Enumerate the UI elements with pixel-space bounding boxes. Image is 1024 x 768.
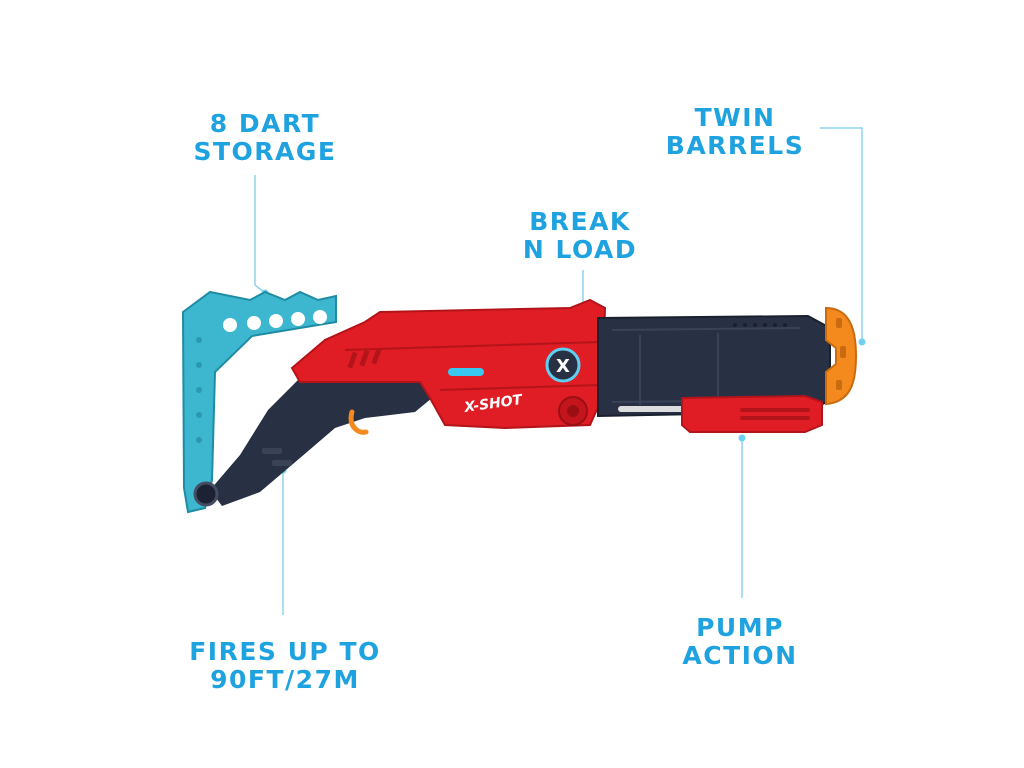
leader-line-twin-barrels	[820, 127, 863, 340]
grip-ridges	[262, 448, 292, 466]
label-dart-storage-line2: STORAGE	[193, 137, 337, 166]
label-pump-action-line2: ACTION	[682, 641, 798, 670]
label-break-n-load-line1: BREAK	[529, 207, 631, 236]
x-emblem-letter: X	[556, 356, 570, 377]
grip	[210, 380, 432, 506]
label-break-n-load: BREAK N LOAD	[490, 208, 670, 264]
label-range-line1: FIRES UP TO	[189, 637, 381, 666]
label-range: FIRES UP TO 90FT/27M	[160, 638, 410, 694]
label-dart-storage-line1: 8 DART	[209, 109, 321, 138]
label-pump-action: PUMP ACTION	[650, 614, 830, 670]
leader-lines	[254, 127, 863, 615]
label-twin-barrels-line1: TWIN	[694, 103, 776, 132]
dart-slot	[618, 406, 688, 412]
label-dart-storage: 8 DART STORAGE	[170, 110, 360, 166]
trigger	[348, 409, 369, 435]
label-break-n-load-line2: N LOAD	[522, 235, 638, 264]
label-twin-barrels: TWIN BARRELS	[640, 104, 830, 160]
leader-line-dart-storage	[254, 175, 266, 294]
x-emblem	[545, 347, 581, 383]
pump-handle	[681, 394, 823, 433]
vent-slits	[347, 347, 382, 369]
dart-storage-stock	[181, 290, 337, 514]
label-twin-barrels-line2: BARRELS	[665, 131, 805, 160]
stock-hinge	[193, 481, 219, 507]
label-pump-action-line1: PUMP	[696, 613, 784, 642]
dart-window	[448, 368, 484, 376]
barrel-vents	[733, 323, 787, 327]
label-range-line2: 90FT/27M	[210, 665, 360, 694]
